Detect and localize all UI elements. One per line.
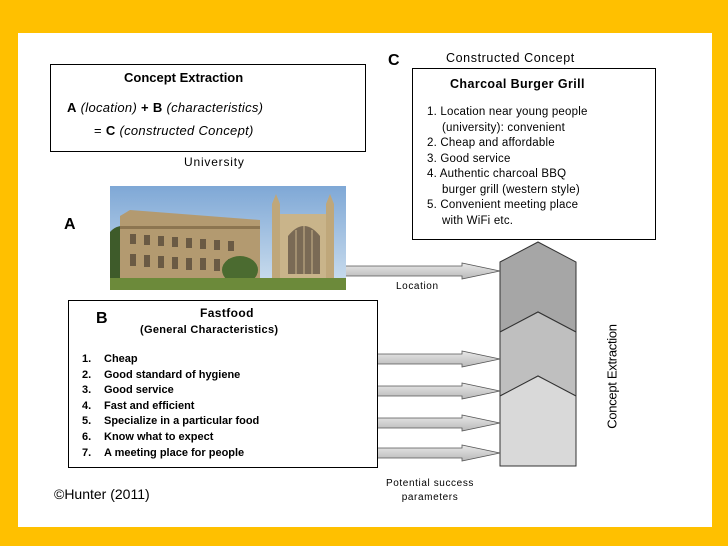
fastfood-item-1: 1.Cheap <box>82 353 138 365</box>
formula-line-2: = C (constructed Concept) <box>94 123 254 138</box>
formula-equals: = <box>94 123 102 138</box>
formula-c-text: (constructed Concept) <box>119 123 254 138</box>
copyright: ©Hunter (2011) <box>54 486 150 502</box>
fastfood-item-2: 2.Good standard of hygiene <box>82 368 241 381</box>
university-photo <box>110 186 346 290</box>
formula-a: A <box>67 100 77 115</box>
label-b: B <box>96 310 108 327</box>
concept-item-4-cont: burger grill (western style) <box>442 183 580 196</box>
fastfood-item-6: 6.Know what to expect <box>82 430 214 443</box>
fastfood-item-3: 3.Good service <box>82 384 174 397</box>
formula-line-1: A (location) + B (characteristics) <box>67 100 263 115</box>
constructed-concept-heading: Constructed Concept <box>446 51 575 65</box>
formula-c: C <box>105 123 116 138</box>
fastfood-subtitle: (General Characteristics) <box>140 324 279 336</box>
concept-item-2: 2. Cheap and affordable <box>427 137 555 149</box>
concept-item-1-cont: (university): convenient <box>442 121 566 134</box>
concept-item-1: 1. Location near young people <box>427 106 588 118</box>
concept-extraction-title: Concept Extraction <box>124 70 244 85</box>
fastfood-item-7: 7.A meeting place for people <box>82 446 245 459</box>
vertical-concept-extraction-label: Concept Extraction <box>604 324 620 429</box>
location-arrow <box>341 262 501 280</box>
concept-item-5-cont: with WiFi etc. <box>442 214 514 227</box>
concept-list: 1. Location near young people (universit… <box>427 105 588 229</box>
fastfood-item-4: 4.Fast and efficient <box>82 399 195 412</box>
concept-item-5: 5. Convenient meeting place <box>427 199 579 211</box>
constructed-concept-title: Charcoal Burger Grill <box>450 77 585 91</box>
university-label: University <box>184 155 245 169</box>
fastfood-item-5: 5.Specialize in a particular food <box>82 415 260 428</box>
fastfood-box <box>68 300 378 468</box>
formula-b: B <box>152 100 163 115</box>
chevron-segment-3 <box>499 375 577 467</box>
constructed-concept-box <box>412 68 656 240</box>
formula-a-text: (location) <box>80 100 138 115</box>
potential-success-label: Potential success parameters <box>386 478 475 503</box>
label-c: C <box>388 52 400 69</box>
concept-item-3: 3. Good service <box>427 152 511 165</box>
location-label: Location <box>396 281 439 292</box>
concept-item-4: 4. Authentic charcoal BBQ <box>427 168 567 180</box>
fastfood-title: Fastfood <box>200 306 254 320</box>
label-a: A <box>64 216 76 233</box>
fastfood-box-right-edge <box>377 300 378 468</box>
formula-b-text: (characteristics) <box>166 100 264 115</box>
concept-extraction-box <box>50 64 366 152</box>
fastfood-list: 1.Cheap 2.Good standard of hygiene 3.Goo… <box>82 352 260 461</box>
formula-plus: + <box>141 100 149 115</box>
